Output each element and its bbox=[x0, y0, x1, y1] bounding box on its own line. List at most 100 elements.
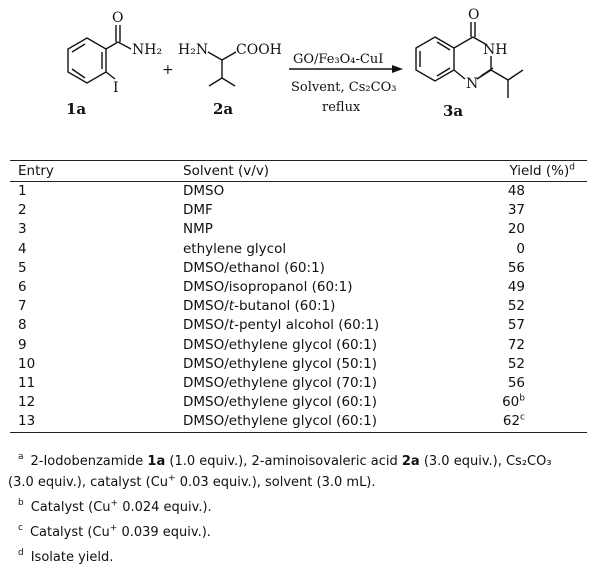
header-yield-footnote-mark: d bbox=[569, 162, 575, 173]
entry-cell: 13 bbox=[18, 413, 36, 430]
yield-footnote-mark: b bbox=[519, 393, 525, 404]
ring-n-3a: N bbox=[466, 76, 478, 92]
table-row: 13 DMSO/ethylene glycol (60:1) 62c bbox=[10, 412, 587, 433]
footnote-mark-d: d bbox=[18, 548, 24, 558]
footnote-a-charge: + bbox=[168, 473, 176, 484]
yield-cell: 57 bbox=[458, 316, 587, 335]
solvent-cell: DMSO/ethanol (60:1) bbox=[183, 259, 325, 276]
entry-cell: 10 bbox=[18, 355, 36, 372]
footnote-b-text-1: Catalyst (Cu bbox=[30, 500, 111, 515]
header-entry: Entry bbox=[18, 163, 54, 179]
iodine-1a: I bbox=[113, 80, 119, 96]
amide-nh2-1a: NH₂ bbox=[132, 42, 162, 58]
table-row: 10 DMSO/ethylene glycol (50:1) 52 bbox=[10, 355, 587, 374]
yield-cell: 49 bbox=[458, 278, 587, 297]
footnote-d-text: Isolate yield. bbox=[30, 550, 114, 565]
solvent-cell: ethylene glycol bbox=[183, 240, 287, 257]
entry-cell: 2 bbox=[18, 202, 27, 219]
table-row: 2 DMF 37 bbox=[10, 201, 587, 220]
compound-label-1a: 1a bbox=[66, 100, 86, 118]
reaction-scheme: O NH₂ I 1a + H₂N COOH 2a GO/Fe₃O₄-CuI So… bbox=[66, 7, 524, 120]
solvent-cell: DMSO/t-pentyl alcohol (60:1) bbox=[175, 316, 458, 335]
yield-value: 0 bbox=[516, 240, 525, 257]
yield-cell: 48 bbox=[458, 182, 587, 202]
yield-value: 52 bbox=[507, 298, 525, 315]
entry-cell: 3 bbox=[18, 221, 27, 238]
yield-value: 48 bbox=[507, 183, 525, 199]
footnote-b-text-2: 0.024 equiv.). bbox=[118, 500, 212, 515]
yield-value: 62 bbox=[502, 413, 521, 430]
carbonyl-oxygen-1a: O bbox=[112, 10, 123, 26]
solvent-italic-t: t bbox=[228, 298, 235, 315]
solvent-cell: DMSO/ethylene glycol (60:1) bbox=[183, 336, 378, 353]
entry-cell: 8 bbox=[18, 317, 27, 334]
entry-cell: 7 bbox=[18, 298, 27, 315]
yield-cell: 72 bbox=[458, 336, 587, 355]
solvent-cell: DMSO/ethylene glycol (50:1) bbox=[183, 355, 378, 372]
solvent-prefix: DMSO/ bbox=[183, 317, 229, 334]
yield-cell: 52 bbox=[458, 297, 587, 316]
footnote-a-text-4: (3.0 equiv.), catalyst (Cu bbox=[8, 475, 169, 490]
solvent-cell: DMSO/ethylene glycol (60:1) bbox=[183, 394, 378, 411]
solvent-cell: DMSO/ethylene glycol (60:1) bbox=[183, 413, 378, 430]
table-row: 12 DMSO/ethylene glycol (60:1) 60b bbox=[10, 393, 587, 412]
yield-value: 57 bbox=[507, 317, 525, 334]
table-row: 11 DMSO/ethylene glycol (70:1) 56 bbox=[10, 374, 587, 393]
solvent-cell: DMSO/t-butanol (60:1) bbox=[175, 297, 458, 316]
footnote-a-text-2: (1.0 equiv.), 2-aminoisovaleric acid bbox=[165, 454, 402, 469]
table-row: 6 DMSO/isopropanol (60:1) 49 bbox=[10, 278, 587, 297]
footnote-a-compound-2a: 2a bbox=[401, 454, 420, 469]
yield-value: 49 bbox=[507, 279, 525, 296]
footnote-c-text-1: Catalyst (Cu bbox=[29, 525, 110, 540]
table-row: 1 DMSO 48 bbox=[10, 182, 587, 202]
compound-label-2a: 2a bbox=[213, 100, 233, 118]
yield-cell: 62c bbox=[458, 412, 587, 432]
yield-cell: 56 bbox=[458, 374, 587, 393]
footnote-a-text-5: 0.03 equiv.), solvent (3.0 mL). bbox=[175, 475, 376, 490]
amine-h2n-2a: H₂N bbox=[178, 42, 208, 58]
yield-cell: 60b bbox=[458, 393, 587, 412]
footnote-mark-a: a bbox=[18, 452, 24, 462]
solvent-suffix: -butanol (60:1) bbox=[234, 298, 336, 315]
header-yield-label: Yield (%) bbox=[509, 163, 570, 179]
solvent-prefix: DMSO/ bbox=[183, 298, 229, 315]
entry-cell: 5 bbox=[18, 259, 27, 276]
footnote-mark-c: c bbox=[18, 523, 23, 533]
table-header-row: Entry Solvent (v/v) Yield (%)d bbox=[10, 160, 587, 182]
solvent-cell: NMP bbox=[183, 221, 213, 238]
solvent-cell: DMF bbox=[183, 202, 213, 219]
table-row: 9 DMSO/ethylene glycol (60:1) 72 bbox=[10, 336, 587, 355]
yield-value: 72 bbox=[507, 336, 525, 353]
plus-sign: + bbox=[162, 62, 174, 78]
header-solvent: Solvent (v/v) bbox=[183, 163, 270, 179]
yield-value: 52 bbox=[507, 355, 525, 372]
yield-value: 56 bbox=[507, 259, 525, 276]
ring-nh-3a: NH bbox=[483, 42, 507, 58]
entry-cell: 4 bbox=[18, 240, 27, 257]
yield-cell: 37 bbox=[458, 201, 587, 220]
solvent-cell: DMSO/ethylene glycol (70:1) bbox=[183, 375, 378, 392]
condition-catalyst: GO/Fe₃O₄-CuI bbox=[293, 52, 383, 67]
entry-cell: 12 bbox=[18, 394, 36, 411]
footnote-d: d Isolate yield. bbox=[8, 543, 593, 568]
footnote-a-compound-1a: 1a bbox=[147, 454, 166, 469]
yield-cell: 56 bbox=[458, 259, 587, 278]
solvent-optimization-table: Entry Solvent (v/v) Yield (%)d 1 DMSO 48… bbox=[10, 160, 587, 433]
table-row: 5 DMSO/ethanol (60:1) 56 bbox=[10, 259, 587, 278]
header-yield: Yield (%)d bbox=[458, 161, 587, 182]
solvent-cell: DMSO/isopropanol (60:1) bbox=[183, 279, 353, 296]
entry-cell: 6 bbox=[18, 279, 27, 296]
condition-solvent-base: Solvent, Cs₂CO₃ bbox=[291, 80, 396, 95]
yield-footnote-mark: c bbox=[520, 412, 525, 423]
footnote-mark-b: b bbox=[18, 498, 24, 508]
yield-value: 20 bbox=[507, 221, 525, 238]
compound-label-3a: 3a bbox=[443, 102, 463, 120]
yield-cell: 52 bbox=[458, 355, 587, 374]
solvent-italic-t: t bbox=[228, 317, 235, 334]
solvent-suffix: -pentyl alcohol (60:1) bbox=[234, 317, 380, 334]
yield-value: 56 bbox=[507, 375, 525, 392]
carboxyl-cooh-2a: COOH bbox=[236, 42, 282, 58]
